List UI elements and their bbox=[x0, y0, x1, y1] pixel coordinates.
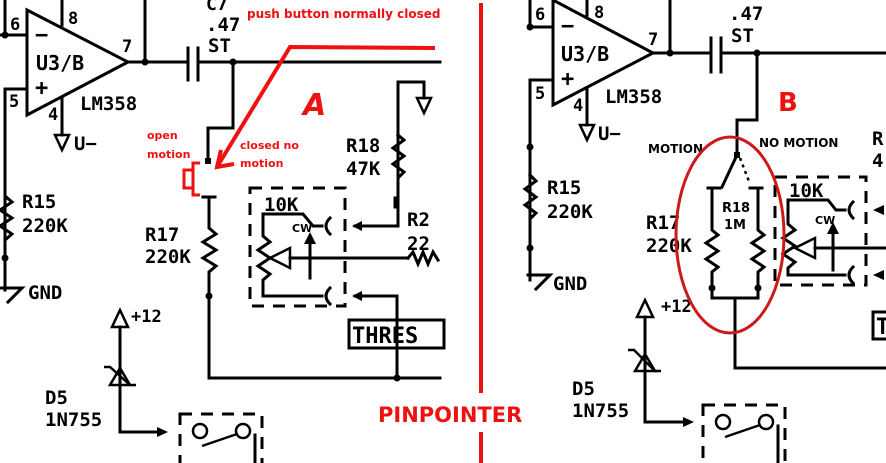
closed-no-motion-note-1: closed no bbox=[240, 139, 299, 152]
pin-6-label: 6 bbox=[10, 15, 20, 35]
thresh-partial-b: T bbox=[876, 315, 886, 340]
zener-d5-b bbox=[628, 297, 694, 427]
opamp-part-label-b: LM358 bbox=[605, 86, 662, 108]
r18-value-label-b: 1M bbox=[724, 218, 746, 233]
pot-value-label: 10K bbox=[264, 194, 299, 216]
vneg-label-b: U− bbox=[598, 123, 621, 145]
pin-4-label: 4 bbox=[48, 105, 58, 125]
d5-ref-label-b: D5 bbox=[572, 378, 595, 400]
r20-value-label: 22 bbox=[407, 233, 430, 255]
inverting-sign-b: − bbox=[561, 14, 574, 39]
pin-5-label: 5 bbox=[9, 92, 19, 112]
annotation-group-a: push button normally closed open motion … bbox=[147, 7, 440, 170]
panel-b: 6 8 7 5 4 − + U3/B LM358 U− .47 ST R15 bbox=[522, 0, 886, 463]
opamp-ref-label: U3/B bbox=[36, 51, 84, 75]
pin-8-label: 8 bbox=[68, 9, 78, 29]
pot-cw-label: CW bbox=[292, 222, 312, 235]
d5-ref-label: D5 bbox=[45, 387, 68, 409]
capacitor-b bbox=[709, 36, 723, 74]
gnd-label-b: GND bbox=[553, 273, 587, 295]
r20-ref-label: R2 bbox=[407, 209, 430, 231]
opamp-a-triangle bbox=[25, 7, 132, 118]
resistor-r18-b bbox=[748, 186, 767, 292]
pin-5-label-b: 5 bbox=[535, 84, 545, 104]
open-motion-note-1: open bbox=[147, 129, 178, 142]
pot-cw-label-b: CW bbox=[815, 214, 835, 227]
opamp-b: 6 8 7 5 4 − + U3/B LM358 U− bbox=[526, 0, 662, 282]
r18-partial-ref: R bbox=[872, 128, 884, 150]
motion-selector-switch[interactable] bbox=[720, 153, 752, 189]
cap-type-label: ST bbox=[208, 35, 231, 57]
cap-value-label: .47 bbox=[206, 14, 240, 36]
pot-value-label-b: 10K bbox=[789, 180, 824, 202]
r18-value-label: 47K bbox=[346, 158, 381, 180]
supply-12v-label-b: +12 bbox=[661, 297, 692, 317]
panel-marker-b: B bbox=[778, 88, 798, 118]
push-button-switch[interactable] bbox=[182, 161, 200, 197]
pin-8-label-b: 8 bbox=[594, 3, 604, 23]
panel-marker-a: A bbox=[301, 88, 326, 123]
potentiometer-10k-b[interactable] bbox=[773, 175, 886, 287]
open-motion-note-2: motion bbox=[147, 148, 190, 161]
vneg-symbol-a bbox=[53, 133, 71, 153]
d5-part-label-b: 1N755 bbox=[572, 400, 629, 422]
motion-label: MOTION bbox=[648, 142, 703, 156]
resistor-r17-b bbox=[703, 186, 722, 292]
r17-ref-label: R17 bbox=[145, 224, 179, 246]
r17-value-label: 220K bbox=[145, 246, 191, 268]
mode-switch-a[interactable] bbox=[178, 412, 264, 463]
opamp-part-label: LM358 bbox=[80, 93, 137, 115]
r15-value-label: 220K bbox=[22, 215, 68, 237]
pin-7-label-b: 7 bbox=[648, 30, 658, 50]
panel-a: 6 8 7 5 4 − + U3/B LM358 U− C7 .47 ST bbox=[0, 0, 446, 463]
noninverting-sign-b: + bbox=[561, 67, 574, 92]
r18-ref-label: R18 bbox=[346, 135, 380, 157]
resistor-r15-b bbox=[522, 172, 554, 292]
capacitor-c7-a bbox=[186, 46, 200, 82]
r15-value-label-b: 220K bbox=[547, 201, 593, 223]
no-motion-label: NO MOTION bbox=[759, 136, 838, 150]
r17-ref-label-b: R17 bbox=[646, 212, 680, 234]
closed-no-motion-note-2: motion bbox=[240, 157, 283, 170]
pin-7-label: 7 bbox=[122, 37, 132, 57]
r15-ref-label-b: R15 bbox=[547, 177, 581, 199]
pin-6-label-b: 6 bbox=[535, 5, 545, 25]
vneg-label: U− bbox=[74, 133, 97, 155]
opamp-a: 6 8 7 5 4 − + U3/B LM358 U− bbox=[0, 0, 137, 292]
highlight-ellipse bbox=[674, 135, 786, 335]
zener-d5-a bbox=[104, 307, 168, 437]
diagram-title: PINPOINTER bbox=[378, 403, 522, 427]
supply-12v-label: +12 bbox=[131, 307, 162, 327]
push-button-note: push button normally closed bbox=[247, 7, 440, 21]
annotation-arrow bbox=[215, 44, 436, 169]
noninverting-sign: + bbox=[35, 76, 48, 101]
thresh-box-a bbox=[347, 318, 446, 350]
potentiometer-10k-a[interactable] bbox=[248, 186, 410, 308]
pin-4-label-b: 4 bbox=[573, 96, 583, 116]
resistor-r18-a bbox=[353, 132, 407, 228]
resistor-r20-a bbox=[405, 248, 441, 268]
cap-value-label-b: .47 bbox=[729, 3, 763, 25]
cap-ref-label: C7 bbox=[206, 0, 228, 15]
d5-part-label: 1N755 bbox=[45, 409, 102, 431]
resistor-r15-a bbox=[0, 188, 26, 305]
r18-partial-value: 4 bbox=[872, 150, 883, 172]
thresh-box-b bbox=[871, 310, 886, 341]
inverting-sign: − bbox=[35, 23, 48, 48]
opamp-ref-label-b: U3/B bbox=[561, 42, 609, 66]
r15-ref-label: R15 bbox=[22, 191, 56, 213]
resistor-r17-a bbox=[200, 195, 399, 380]
mode-switch-b[interactable] bbox=[701, 403, 787, 463]
r18-ref-label-b: R18 bbox=[722, 201, 750, 216]
gnd-label: GND bbox=[28, 282, 62, 304]
r17-value-label-b: 220K bbox=[646, 235, 692, 257]
cap-type-label-b: ST bbox=[731, 25, 754, 47]
thresh-label-a: THRES bbox=[352, 324, 418, 349]
